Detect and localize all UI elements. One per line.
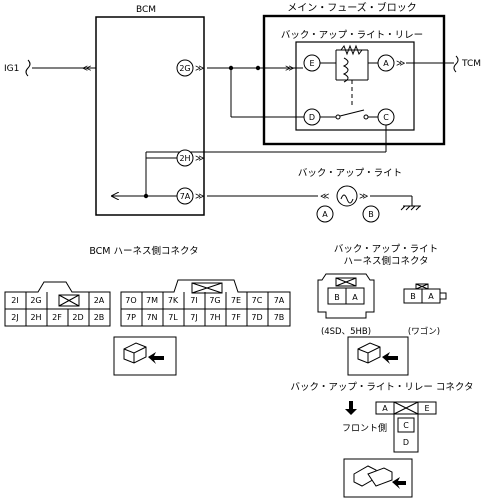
relay-connector-title: バック・アップ・ライト・リレー コネクタ <box>291 382 474 393</box>
tcm-label: TCM <box>461 59 481 69</box>
front-side-label: フロント側 <box>342 422 387 434</box>
relay-conn-E: E <box>424 404 429 413</box>
bcm-c1-2J: 2J <box>11 313 18 322</box>
pin-D-label: D <box>309 113 315 122</box>
terminal-view-icon <box>113 336 177 376</box>
svg-text:≫: ≫ <box>195 154 204 164</box>
lamp-pin-A-label: A <box>322 210 328 219</box>
lamp-connector-sedan: B A <box>317 273 375 319</box>
backup-lamp <box>336 185 358 207</box>
relay-conn-A: A <box>382 404 388 413</box>
lamp-sedan-B: B <box>334 293 340 302</box>
bcm-box <box>95 16 205 216</box>
main-fuse-block <box>262 14 446 146</box>
bcm-c1-2B: 2B <box>94 313 105 322</box>
lamp-label: バック・アップ・ライト <box>298 168 402 179</box>
pin-2G-label: 2G <box>179 64 190 73</box>
bcm-c2-7C: 7C <box>252 296 263 305</box>
bcm-c2-7I: 7I <box>190 296 197 305</box>
bcm-c2-7P: 7P <box>126 313 136 322</box>
bcm-c2-7F: 7F <box>231 313 241 322</box>
bcm-label: BCM <box>136 5 156 15</box>
relay-label: バック・アップ・ライト・リレー <box>281 30 423 41</box>
lamp-pin-A <box>316 205 334 223</box>
bcm-connector-title: BCM ハーネス側コネクタ <box>89 245 198 257</box>
bcm-c2-7H: 7H <box>209 313 220 322</box>
bcm-connector-2: 2I 2G 2A 2J 2H 2F 2D 2B <box>4 281 111 327</box>
relay-conn-D: D <box>403 438 409 447</box>
relay-connector: A E C D <box>375 401 437 453</box>
svg-text:≫: ≫ <box>359 192 368 202</box>
pin-C-label: C <box>383 113 389 122</box>
lamp-pin-B <box>362 205 380 223</box>
bcm-c2-7N: 7N <box>146 313 157 322</box>
lamp-wagon-A: A <box>428 292 434 301</box>
svg-text:≪: ≪ <box>82 64 91 74</box>
bcm-c2-7L: 7L <box>168 313 178 322</box>
front-arrow-icon <box>345 401 357 415</box>
terminal-view-icon-lamp <box>347 336 409 376</box>
lamp-connector-title-1: バック・アップ・ライト <box>334 244 438 255</box>
variant-sedan-label: (4SD、5HB) <box>321 327 371 337</box>
relay-conn-C: C <box>403 421 409 430</box>
svg-text:≫: ≫ <box>195 64 204 74</box>
pin-7A-label: 7A <box>180 192 191 201</box>
pin-E-label: E <box>309 59 314 68</box>
bcm-c2-7K: 7K <box>168 296 179 305</box>
pin-A <box>377 54 395 72</box>
bcm-connector-7: 7O 7M 7K 7I 7G 7E 7C 7A 7P 7N 7L 7J 7H 7… <box>120 279 291 327</box>
bcm-c2-7B: 7B <box>274 313 285 322</box>
lamp-connector-wagon: B A <box>403 283 447 304</box>
relay-coil <box>342 57 349 83</box>
main-fuse-block-label: メイン・フューズ・ブロック <box>287 1 417 14</box>
bcm-c2-7O: 7O <box>125 296 136 305</box>
svg-text:≫: ≫ <box>195 192 204 202</box>
variant-wagon-label: (ワゴン) <box>408 326 440 337</box>
pin-A-label: A <box>383 59 389 68</box>
pin-2G <box>176 59 194 77</box>
bcm-c2-7E: 7E <box>231 296 241 305</box>
bcm-c2-7G: 7G <box>209 296 220 305</box>
bcm-c1-2G: 2G <box>30 296 41 305</box>
bcm-c2-7D: 7D <box>251 313 262 322</box>
bcm-c1-2I: 2I <box>11 296 18 305</box>
bcm-c1-2H: 2H <box>30 313 41 322</box>
lamp-pin-B-label: B <box>368 210 374 219</box>
bcm-c2-7M: 7M <box>146 296 158 305</box>
bcm-c1-2F: 2F <box>52 313 62 322</box>
pin-2H-label: 2H <box>179 154 190 163</box>
lamp-connector-title-2: ハーネス側コネクタ <box>343 255 428 267</box>
lamp-sedan-A: A <box>352 293 358 302</box>
svg-text:≫: ≫ <box>396 59 405 69</box>
bcm-c1-2A: 2A <box>94 296 105 305</box>
relay-box <box>295 41 415 131</box>
svg-text:≪: ≪ <box>320 192 329 202</box>
bcm-c1-2D: 2D <box>72 313 83 322</box>
ig1-label: IG1 <box>4 64 19 74</box>
bcm-c2-7J: 7J <box>190 313 197 322</box>
terminal-view-icon-relay <box>343 458 413 498</box>
lamp-wagon-B: B <box>410 292 416 301</box>
bcm-c2-7A: 7A <box>274 296 285 305</box>
svg-text:≫: ≫ <box>285 64 294 74</box>
